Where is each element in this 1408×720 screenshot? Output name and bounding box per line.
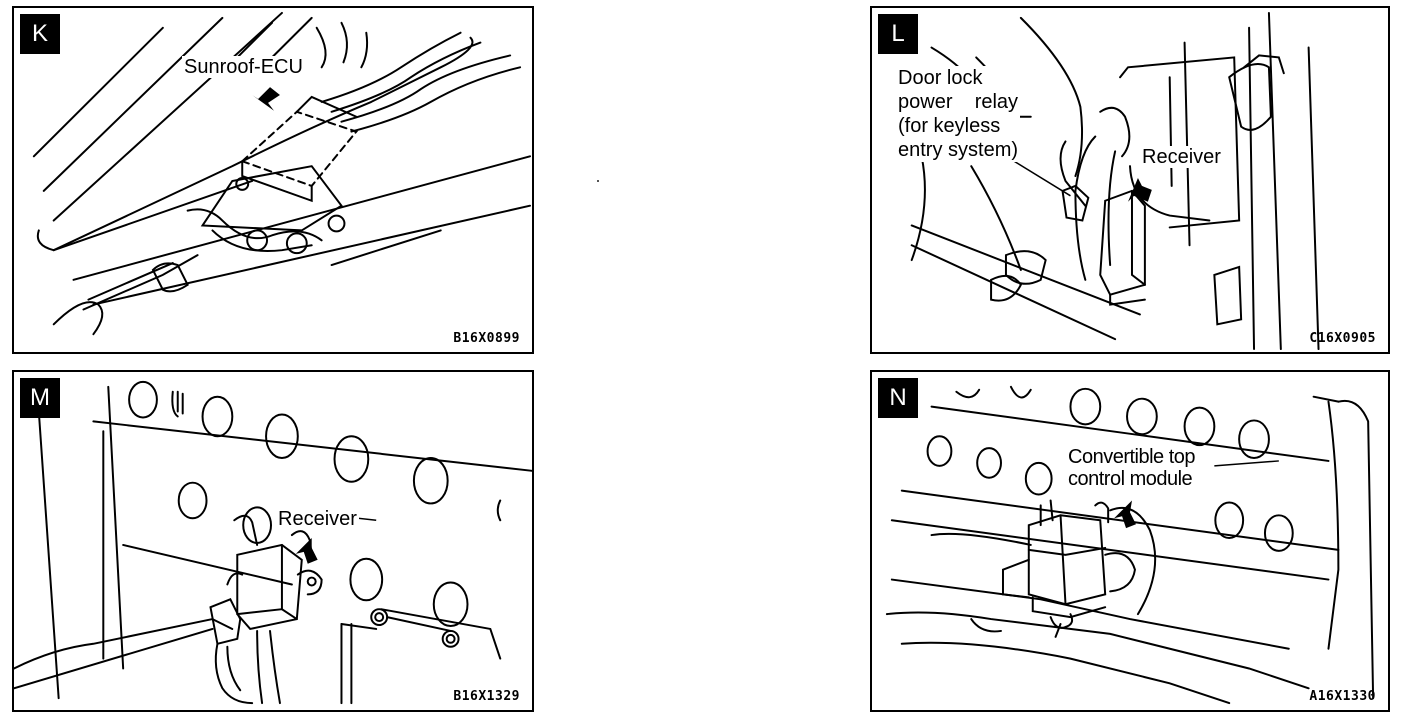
panel-n-label: N	[878, 378, 918, 418]
panel-l-label: L	[878, 14, 918, 54]
panel-k: K Sunroof-ECU B16X0899	[12, 6, 534, 354]
panel-l-code: C16X0905	[1309, 331, 1376, 346]
receiver-label: Receiver	[1140, 146, 1223, 168]
panel-n: N Convertible top control module A16X133…	[870, 370, 1390, 712]
panel-n-code: A16X1330	[1309, 689, 1376, 704]
receiver-label: Receiver	[276, 508, 359, 530]
panel-m: M Receiver B16X1329	[12, 370, 534, 712]
panel-m-label: M	[20, 378, 60, 418]
convertible-top-module-label: Convertible top control module	[1066, 446, 1198, 490]
receiver-relay-illustration	[910, 11, 1320, 351]
panel-k-label: K	[20, 14, 60, 54]
sunroof-ecu-illustration	[32, 11, 532, 336]
sunroof-ecu-label: Sunroof-ECU	[182, 56, 305, 78]
panel-m-code: B16X1329	[453, 689, 520, 704]
door-lock-relay-label: Door lock power relay (for keyless entry…	[896, 66, 1021, 162]
stray-dot	[597, 180, 599, 182]
panel-l: L Door lock power relay (for keyless ent…	[870, 6, 1390, 354]
receiver-panel-illustration	[14, 380, 532, 705]
convertible-top-module-illustration	[885, 385, 1375, 705]
panel-k-code: B16X0899	[453, 331, 520, 346]
